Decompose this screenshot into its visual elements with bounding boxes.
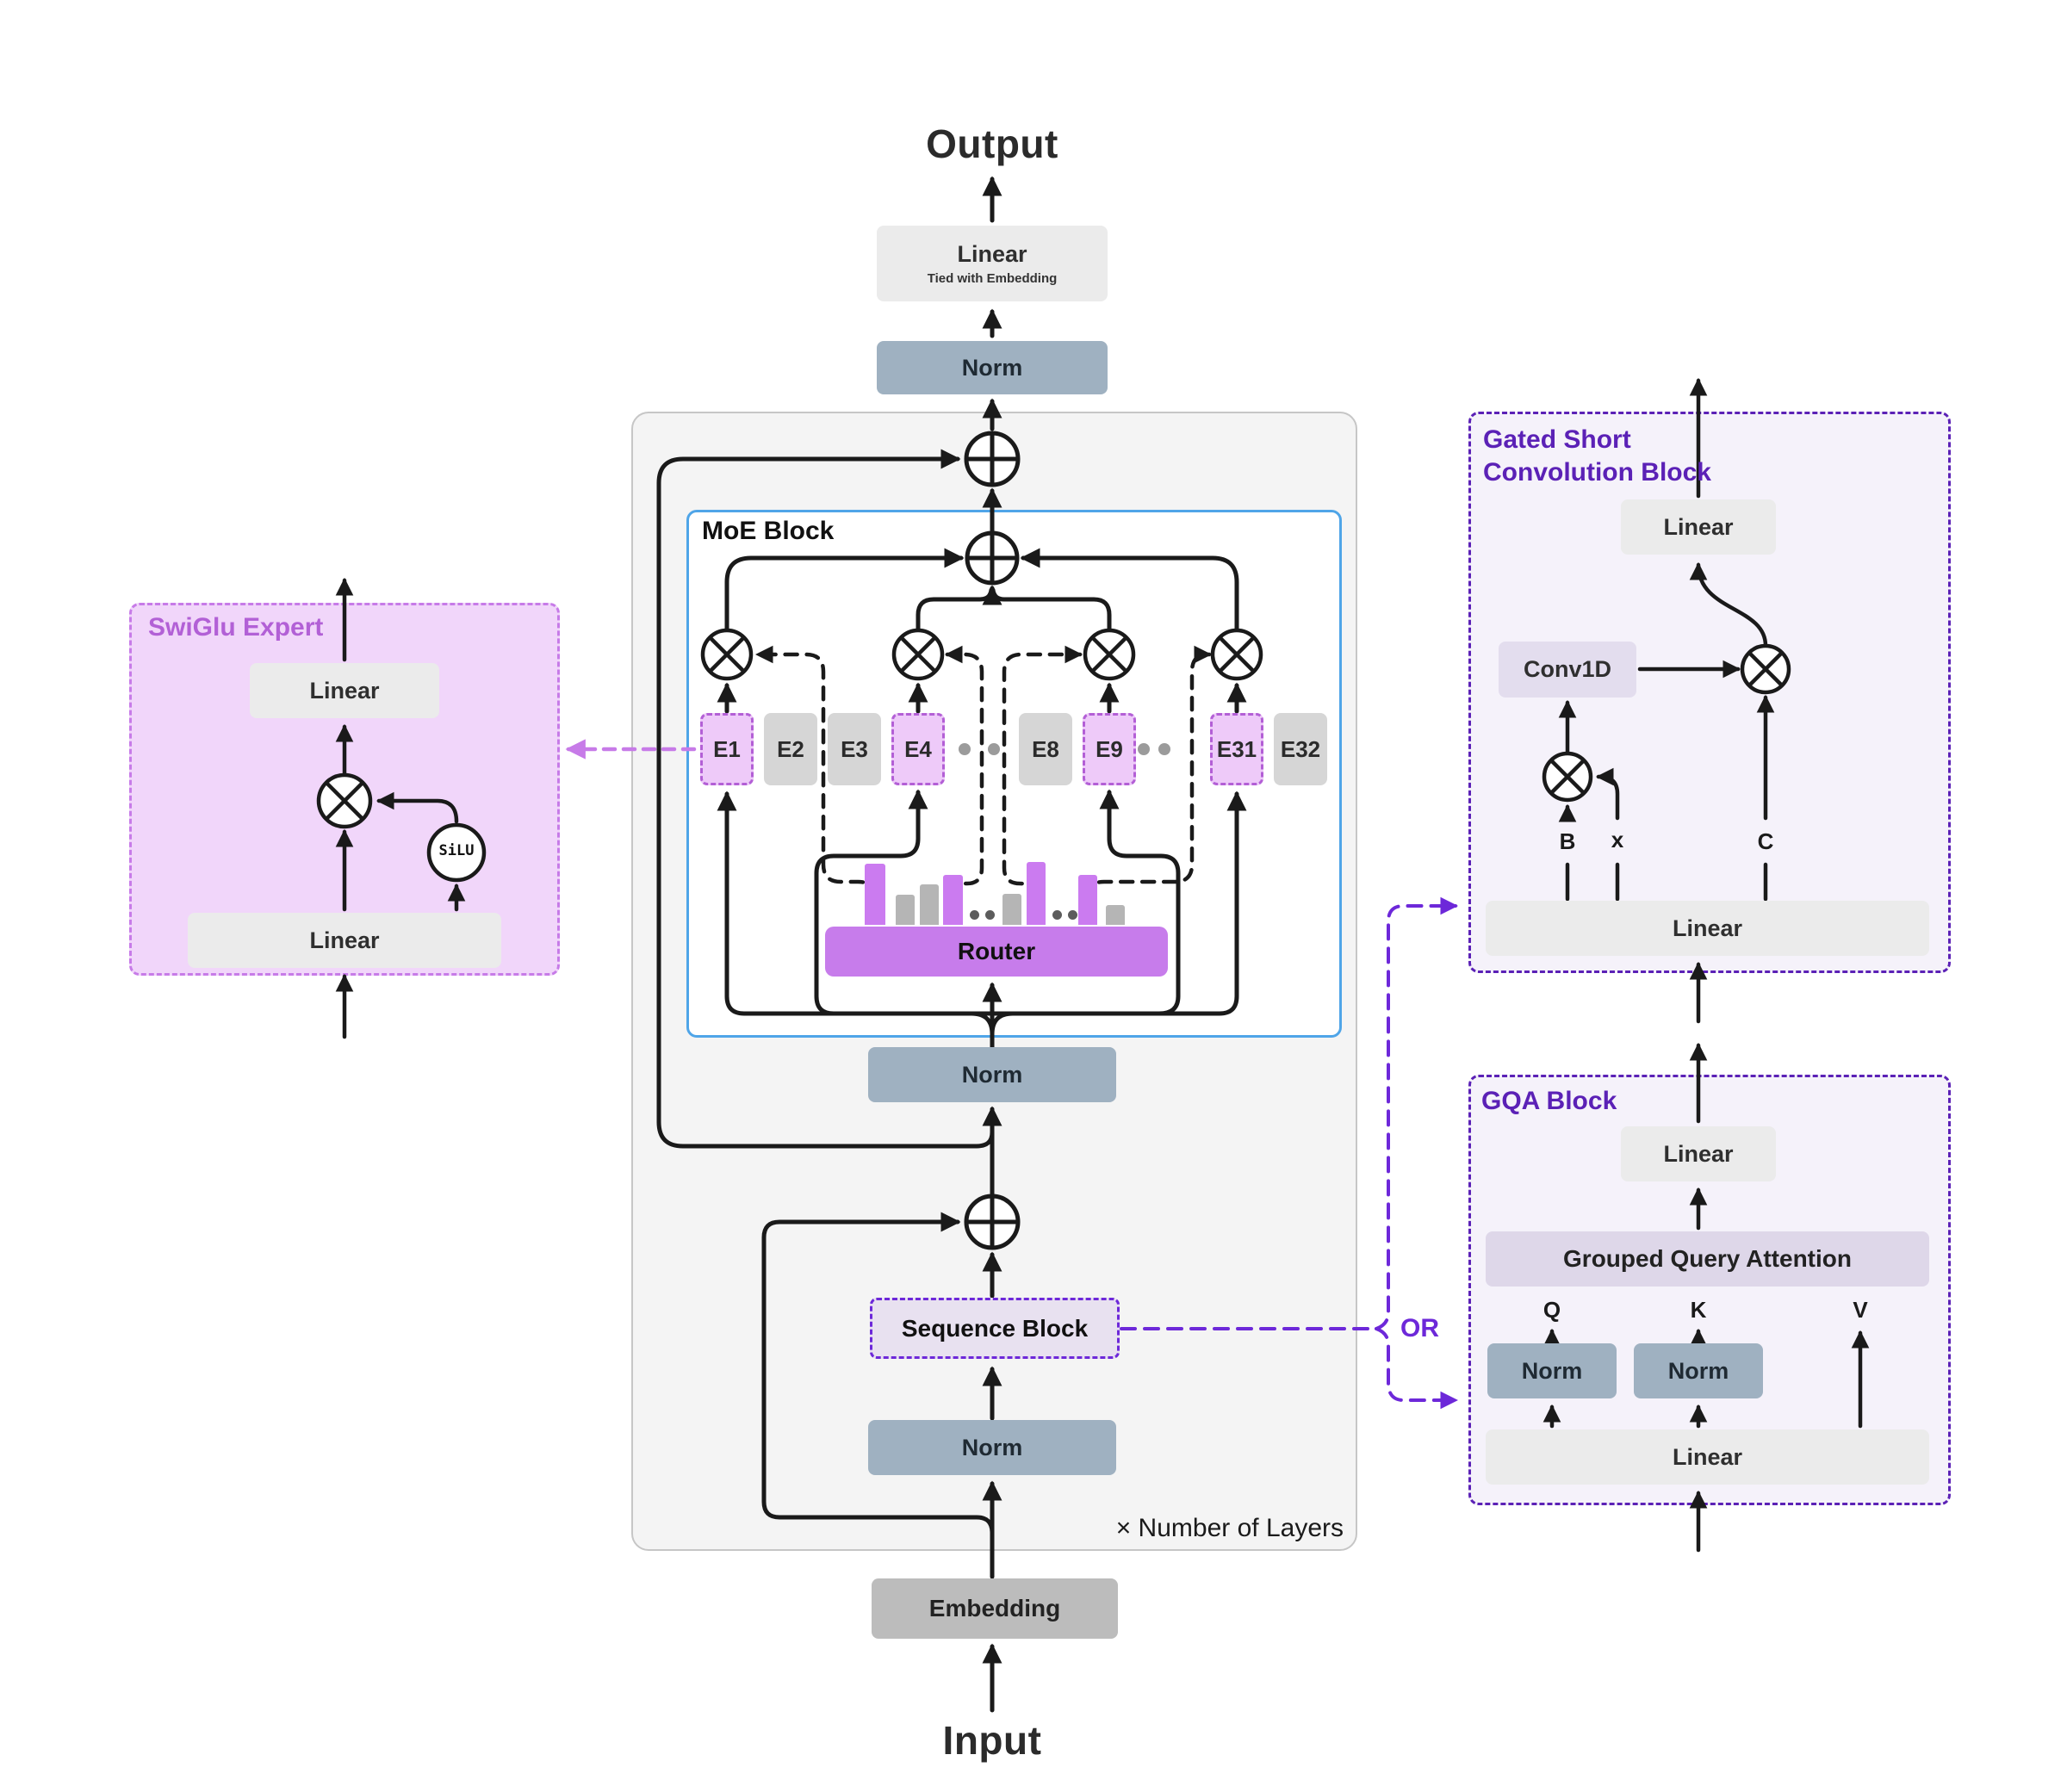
final-norm-box: Norm xyxy=(877,341,1108,394)
expert-e4: E4 xyxy=(891,713,945,785)
router-box: Router xyxy=(825,927,1168,977)
silu-label: SiLU xyxy=(438,842,475,859)
router-ellipsis-dot xyxy=(970,910,979,920)
router-weight-bar xyxy=(920,860,939,925)
expert-e8: E8 xyxy=(1019,713,1072,785)
add-icon-final-residual xyxy=(964,431,1021,487)
swiglu-linear-top-box: Linear xyxy=(250,663,439,718)
expert-ellipsis-dot xyxy=(959,743,971,755)
swiglu-linear-bottom-box: Linear xyxy=(188,913,501,968)
multiply-icon-e1 xyxy=(700,628,754,681)
pre-sequence-norm-box: Norm xyxy=(868,1420,1116,1475)
pre-moe-norm-box: Norm xyxy=(868,1047,1116,1102)
gated-linear-bottom-box: Linear xyxy=(1486,901,1929,956)
multiply-icon-e31 xyxy=(1210,628,1263,681)
router-weight-bar xyxy=(1078,860,1097,925)
head-linear-sublabel: Tied with Embedding xyxy=(927,271,1058,286)
router-weight-bar xyxy=(1002,860,1021,925)
router-ellipsis-dot xyxy=(985,910,995,920)
expert-e31: E31 xyxy=(1210,713,1263,785)
multiply-icon-gated-gate xyxy=(1740,643,1791,695)
head-linear-box: Linear Tied with Embedding xyxy=(877,226,1108,301)
router-weight-bar xyxy=(865,860,885,925)
swiglu-title: SwiGlu Expert xyxy=(148,613,324,642)
router-weight-bar xyxy=(1106,860,1125,925)
add-icon-moe-combine xyxy=(965,530,1020,586)
router-weight-bar xyxy=(896,860,915,925)
gqa-linear-top-box: Linear xyxy=(1621,1126,1776,1181)
gated-conv-title: Gated Short Convolution Block xyxy=(1483,425,1711,487)
multiply-icon-swiglu xyxy=(316,772,373,829)
router-weight-bar xyxy=(943,860,963,925)
sequence-block-box: Sequence Block xyxy=(870,1298,1120,1359)
expert-e1: E1 xyxy=(700,713,754,785)
embedding-box: Embedding xyxy=(872,1578,1118,1639)
gqa-k-label: K xyxy=(1690,1297,1707,1323)
multiply-icon-e9 xyxy=(1083,628,1136,681)
grouped-query-attention-box: Grouped Query Attention xyxy=(1486,1231,1929,1287)
router-weight-bar xyxy=(1027,860,1046,925)
add-icon-sequence-residual xyxy=(964,1194,1021,1250)
gqa-norm-k-box: Norm xyxy=(1634,1343,1763,1398)
router-ellipsis-dot xyxy=(1052,910,1062,920)
input-label: Input xyxy=(942,1718,1042,1763)
gated-x-label: x xyxy=(1611,827,1624,853)
expert-ellipsis-dot xyxy=(1138,743,1150,755)
silu-activation-icon xyxy=(426,822,487,883)
multiply-icon-e4 xyxy=(891,628,945,681)
router-ellipsis-dot xyxy=(1068,910,1077,920)
moe-block-title: MoE Block xyxy=(702,517,835,545)
gated-b-label: B xyxy=(1559,828,1576,854)
gqa-norm-q-box: Norm xyxy=(1487,1343,1617,1398)
gqa-v-label: V xyxy=(1853,1297,1868,1323)
expert-ellipsis-dot xyxy=(1158,743,1170,755)
gqa-linear-bottom-box: Linear xyxy=(1486,1429,1929,1485)
or-label: OR xyxy=(1400,1314,1439,1342)
gqa-title: GQA Block xyxy=(1481,1087,1617,1115)
gqa-q-label: Q xyxy=(1542,1297,1561,1323)
num-layers-label: × Number of Layers xyxy=(1115,1514,1344,1542)
multiply-icon-gated-b xyxy=(1542,751,1593,803)
expert-e3: E3 xyxy=(828,713,881,785)
output-label: Output xyxy=(926,121,1058,166)
expert-e32: E32 xyxy=(1274,713,1327,785)
expert-e9: E9 xyxy=(1083,713,1136,785)
gated-c-label: C xyxy=(1757,828,1774,854)
head-linear-label: Linear xyxy=(957,241,1027,267)
gated-linear-top-box: Linear xyxy=(1621,499,1776,555)
expert-ellipsis-dot xyxy=(988,743,1000,755)
expert-e2: E2 xyxy=(764,713,817,785)
conv1d-box: Conv1D xyxy=(1499,642,1636,698)
